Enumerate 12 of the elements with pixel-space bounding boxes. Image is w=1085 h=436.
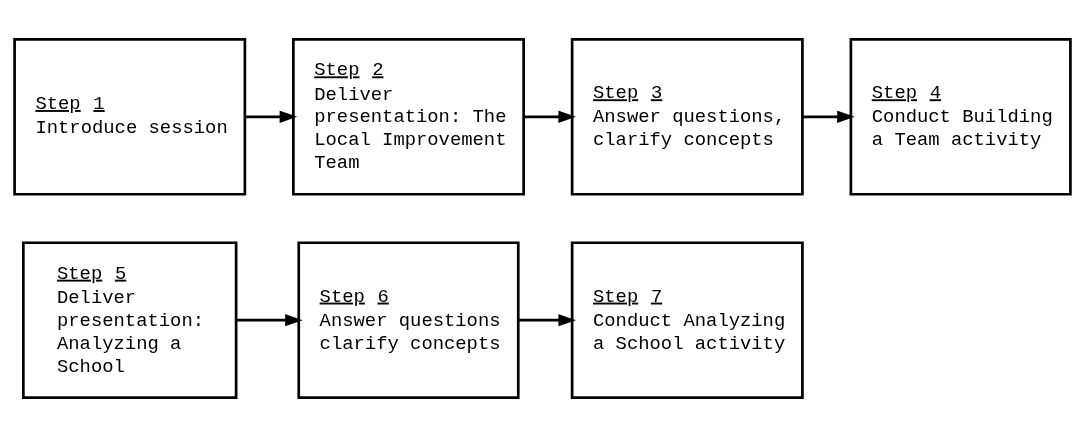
arrow	[236, 313, 303, 326]
node-box: Step 5 Deliver presentation: Analyzing a School	[22, 240, 238, 399]
arrow	[523, 110, 576, 123]
arrow	[802, 110, 855, 123]
node-box: Step 6 Answer questions clarify concepts	[297, 240, 520, 399]
node-box: Step 3 Answer questions, clarify concepts	[570, 37, 804, 196]
node-box: Step 4 Conduct Building a Team activity	[849, 37, 1072, 196]
node-box: Step 2 Deliver presentation: The Local Improvement Team	[292, 37, 525, 196]
node-box: Step 7 Conduct Analyzing a School activity	[570, 240, 804, 399]
node-box: Step 1 Introduce session	[13, 37, 247, 196]
arrow	[244, 110, 298, 123]
arrow	[518, 313, 576, 326]
